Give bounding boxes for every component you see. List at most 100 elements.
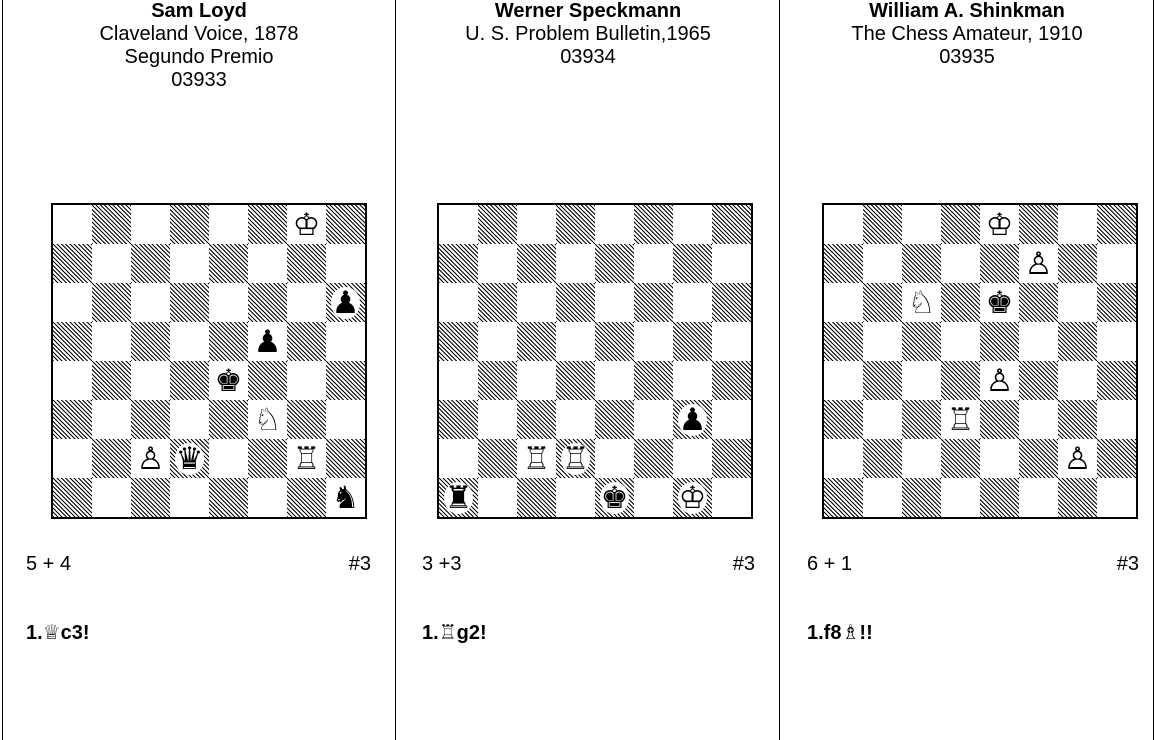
light-square [92,400,131,439]
stipulation: #3 [1117,553,1139,576]
dark-square [556,205,595,244]
dark-square [53,478,92,517]
light-square [209,439,248,478]
piece-count: 6 + 1 [807,553,852,576]
chess-board: ♟♖♖♜♚♔ [437,203,753,519]
problem-author: Sam Loyd [3,0,395,23]
light-square [824,361,863,400]
dark-square [634,361,673,400]
light-square [53,361,92,400]
dark-square [92,361,131,400]
dark-square [1058,478,1097,517]
dark-square [1019,361,1058,400]
dark-square [209,400,248,439]
dark-square [287,244,326,283]
dark-square [53,400,92,439]
light-square [287,361,326,400]
light-square [863,478,902,517]
dark-square [287,322,326,361]
light-square [1097,244,1136,283]
dark-square [131,322,170,361]
white-rook-icon: ♖ [287,439,326,478]
white-rook-icon: ♖ [556,439,595,478]
light-square [439,361,478,400]
light-square [941,478,980,517]
white-king-icon: ♔ [673,478,712,517]
dark-square [209,244,248,283]
solution-move-prefix: 1. [422,622,439,644]
dark-square [634,283,673,322]
dark-square [517,400,556,439]
light-square [1058,205,1097,244]
black-king-icon: ♚ [980,283,1019,322]
light-square [439,205,478,244]
dark-square [824,400,863,439]
solution: 1.f8♗!! [807,620,873,645]
light-square [863,400,902,439]
dark-square [634,205,673,244]
dark-square [712,439,751,478]
piece-count: 5 + 4 [26,553,71,576]
black-king-icon: ♚ [209,361,248,400]
light-square [53,439,92,478]
dark-square [517,322,556,361]
light-square [824,283,863,322]
dark-square [517,478,556,517]
light-square [326,322,365,361]
dark-square [902,478,941,517]
light-square [131,283,170,322]
light-square [1097,400,1136,439]
solution: 1.♕c3! [26,620,90,645]
dark-square [595,400,634,439]
light-square [1058,361,1097,400]
white-pawn-icon: ♙ [1058,439,1097,478]
dark-square [1058,400,1097,439]
light-square [131,361,170,400]
light-square [517,283,556,322]
light-square [1019,322,1058,361]
dark-square [1097,205,1136,244]
dark-square [556,283,595,322]
light-square [902,439,941,478]
dark-square [1019,205,1058,244]
dark-square [326,205,365,244]
solution: 1.♖g2! [422,620,487,645]
dark-square [673,244,712,283]
dark-square [53,244,92,283]
stipulation: #3 [349,553,371,576]
chess-board: ♔♙♘♚♙♖♙ [822,203,1138,519]
dark-square [248,439,287,478]
light-square [248,244,287,283]
light-square [634,322,673,361]
light-square [439,283,478,322]
light-square [556,244,595,283]
dark-square [824,244,863,283]
light-square [673,439,712,478]
dark-square [902,322,941,361]
solution-move-suffix: c3! [61,622,90,644]
light-square [1019,478,1058,517]
light-square [824,439,863,478]
light-square [980,439,1019,478]
light-square [673,205,712,244]
white-pawn-icon: ♙ [980,361,1019,400]
dark-square [980,322,1019,361]
light-square [712,244,751,283]
light-square [517,361,556,400]
solution-move-prefix: 1.f8 [807,622,841,644]
dark-square [131,244,170,283]
light-square [131,205,170,244]
dark-square [517,244,556,283]
light-square [902,361,941,400]
dark-square [1019,283,1058,322]
problem-source: The Chess Amateur, 1910 [780,23,1154,46]
dark-square [92,205,131,244]
dark-square [92,283,131,322]
dark-square [863,283,902,322]
light-square [53,283,92,322]
dark-square [863,361,902,400]
dark-square [248,205,287,244]
problem-author: Werner Speckmann [396,0,780,23]
light-square [824,205,863,244]
dark-square [439,400,478,439]
